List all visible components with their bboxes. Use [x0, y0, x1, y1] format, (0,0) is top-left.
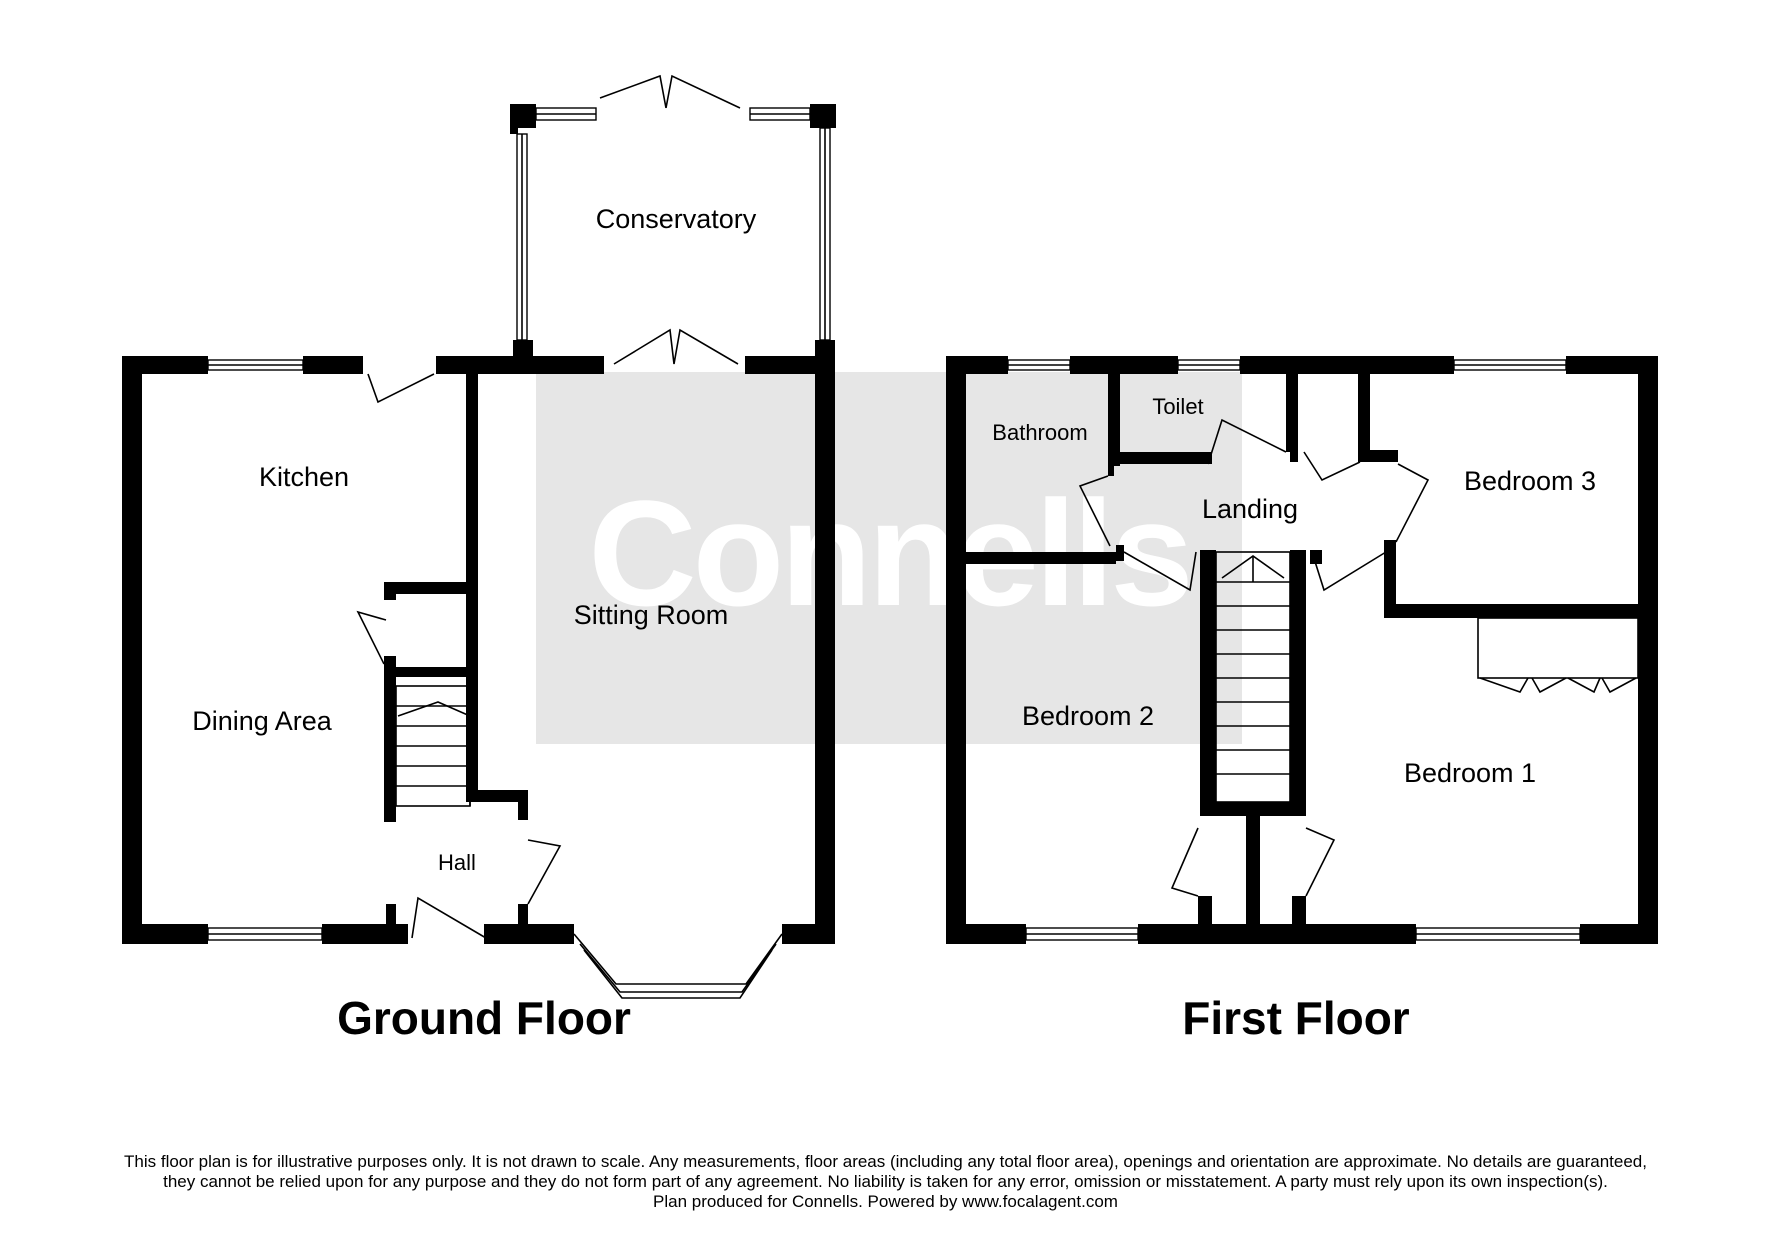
ground-floor-windows: [207, 107, 831, 999]
first-floor-windows: [1007, 359, 1581, 941]
first-floor-title: First Floor: [1182, 992, 1410, 1044]
sitting-room-label: Sitting Room: [574, 600, 729, 630]
bedroom-1-label: Bedroom 1: [1404, 758, 1536, 788]
disclaimer: This floor plan is for illustrative purp…: [30, 1152, 1741, 1212]
ground-floor-plan: Conservatory Kitchen Sitting Room Dining…: [122, 74, 836, 1044]
watermark: Connells: [536, 372, 1242, 744]
watermark-box: [536, 372, 1242, 744]
kitchen-label: Kitchen: [259, 462, 349, 492]
hall-label: Hall: [438, 850, 476, 875]
ground-floor-stairs: [395, 685, 471, 807]
toilet-label: Toilet: [1152, 394, 1203, 419]
disclaimer-line-3: Plan produced for Connells. Powered by w…: [653, 1192, 1118, 1211]
bedroom-3-label: Bedroom 3: [1464, 466, 1596, 496]
first-floor-plan: Bathroom Toilet Landing Bedroom 3 Bedroo…: [946, 356, 1658, 1044]
disclaimer-line-1: This floor plan is for illustrative purp…: [124, 1152, 1647, 1171]
ground-floor-title: Ground Floor: [337, 992, 631, 1044]
first-floor-walls: [946, 356, 1658, 944]
bedroom-2-label: Bedroom 2: [1022, 701, 1154, 731]
ground-floor-doors: [356, 74, 741, 939]
dining-area-label: Dining Area: [192, 706, 333, 736]
first-floor-doors: [1078, 418, 1639, 897]
landing-label: Landing: [1202, 494, 1298, 524]
conservatory-label: Conservatory: [596, 204, 757, 234]
ground-floor-walls: [122, 104, 836, 944]
first-floor-stairs: [1215, 551, 1291, 803]
bathroom-label: Bathroom: [992, 420, 1087, 445]
disclaimer-line-2: they cannot be relied upon for any purpo…: [163, 1172, 1608, 1191]
